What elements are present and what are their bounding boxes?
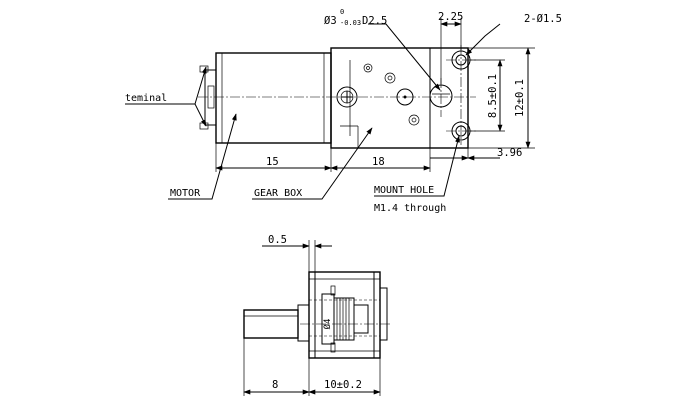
shaft-tol-upper: 0	[340, 8, 344, 16]
side-dimension-lines	[243, 243, 381, 395]
mount-hole-label: MOUNT HOLE	[374, 185, 434, 196]
gear-dia-dim: Ø4	[322, 319, 333, 330]
output-shaft	[243, 309, 299, 339]
terminal-label: teminal	[125, 93, 167, 104]
shaft-tol-lower: -0.03	[340, 19, 361, 27]
gear-stack	[309, 285, 380, 353]
gearbox-width-dim: 10±0.2	[324, 379, 362, 391]
gear-box-label: GEAR BOX	[254, 188, 302, 199]
plate-gap-dim: 0.5	[268, 234, 287, 246]
motor-label: MOTOR	[170, 188, 201, 199]
hole-spacing-dim: 8.5±0.1	[487, 74, 499, 118]
shaft-length-dim: 8	[272, 379, 278, 391]
gearbox-length-dim: 18	[372, 156, 385, 168]
motor-body	[215, 52, 332, 144]
side-extension-lines	[243, 240, 381, 396]
gearbox-height-dim: 12±0.1	[514, 79, 526, 117]
shaft-dia-dim: Ø3	[324, 15, 337, 27]
motor-length-dim: 15	[266, 156, 279, 168]
gearbox-housing	[297, 271, 388, 359]
hole-offset-dim: 2.25	[438, 11, 463, 23]
mount-hole-note: M1.4 through	[374, 203, 446, 214]
dimension-lines	[215, 21, 531, 171]
gearbox-body	[330, 47, 469, 149]
side-view: 8 10±0.2 0.5 Ø4	[243, 234, 392, 396]
edge-offset-dim: 3.96	[497, 147, 522, 159]
gearbox-features	[336, 63, 453, 126]
top-view: teminal MOTOR GEAR BOX MOUNT HOLE M1.4 t…	[125, 8, 562, 214]
leader-lines	[125, 23, 501, 200]
shaft-flat-dim: D2.5	[362, 15, 387, 27]
holes-dim: 2-Ø1.5	[524, 13, 562, 25]
